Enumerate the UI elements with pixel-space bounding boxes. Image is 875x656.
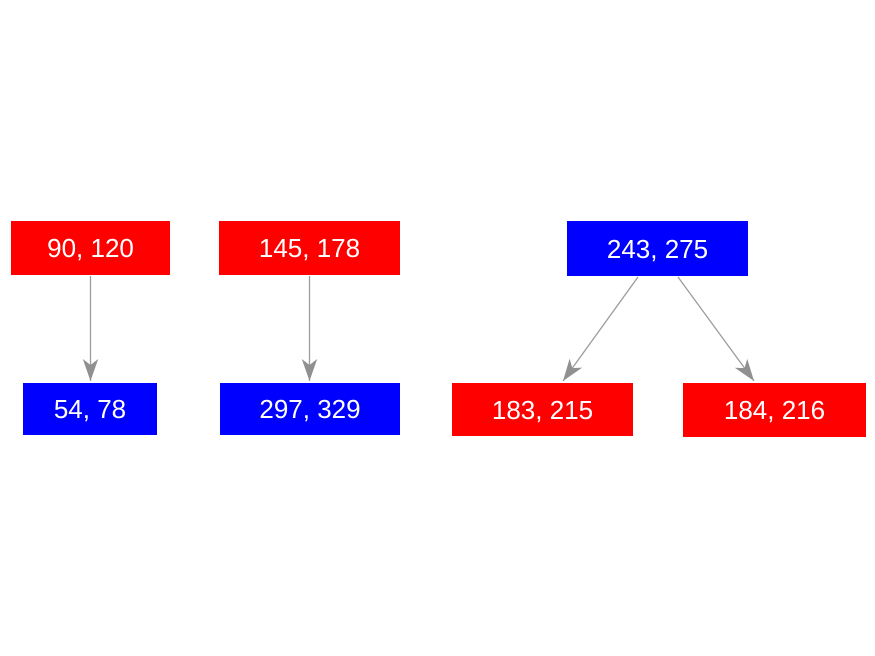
edge-arrow-2 (562, 276, 639, 382)
tree-node-145-178: 145, 178 (219, 221, 400, 275)
node-label: 183, 215 (491, 394, 594, 425)
tree-node-183-215: 183, 215 (452, 383, 633, 436)
node-label: 297, 329 (259, 394, 361, 424)
tree-node-297-329: 297, 329 (220, 383, 400, 435)
tree-node-243-275: 243, 275 (567, 221, 748, 276)
node-label: 145, 178 (258, 233, 361, 263)
tree-node-184-216: 184, 216 (683, 383, 866, 437)
node-label: 90, 120 (47, 233, 134, 263)
tree-node-54-78: 54, 78 (23, 383, 157, 435)
node-label: 243, 275 (606, 233, 709, 264)
edge-arrow-3 (677, 276, 755, 382)
node-label: 54, 78 (53, 394, 127, 424)
node-label: 184, 216 (723, 395, 826, 425)
tree-node-90-120: 90, 120 (11, 221, 170, 275)
